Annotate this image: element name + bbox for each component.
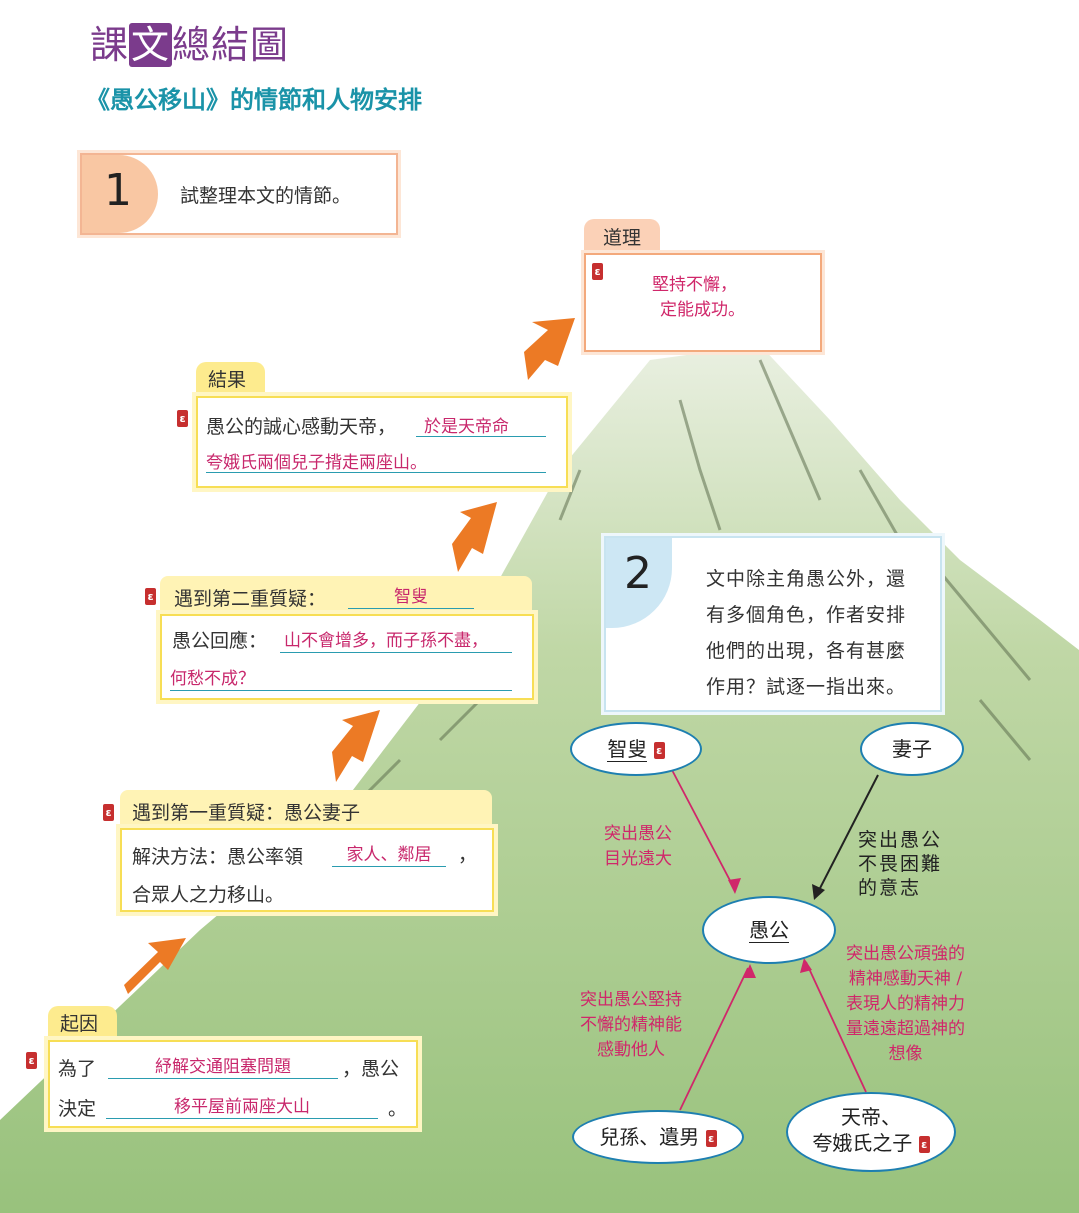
result-answer2: 夸娥氏兩個兒子揹走兩座山。: [206, 453, 427, 473]
task2-line1: 文中除主角愚公外，還: [706, 568, 907, 590]
note-descendants: 突出愚公堅持 不懈的精神能 感動他人: [580, 988, 682, 1063]
note-god-line: 想像: [888, 1044, 923, 1064]
doubt2-box: 愚公回應： 山不會增多，而子孫不盡， 何愁不成？: [160, 614, 534, 700]
doubt1-box: 解決方法：愚公率領 家人、鄰居 ， 合眾人之力移山。: [120, 828, 494, 912]
note-descendants-line: 突出愚公堅持: [580, 990, 682, 1010]
doubt1-answer: 家人、鄰居: [346, 845, 432, 865]
cause-answer1: 紓解交通阻塞問題: [155, 1057, 291, 1077]
task1-text: 試整理本文的情節。: [180, 185, 352, 207]
result-tab: 結果: [196, 362, 265, 396]
doubt1-answer-line: 家人、鄰居: [332, 840, 446, 867]
task2-box: 2 文中除主角愚公外，還 有多個角色，作者安排 他們的出現，各有甚麼 作用？試逐…: [604, 536, 942, 712]
cause-tab: 起因: [48, 1006, 117, 1040]
doubt2-answer: 智叟: [394, 587, 428, 607]
header-title-highlight: 文: [129, 23, 173, 67]
key-icon: ε: [177, 410, 188, 427]
progress-arrows: [124, 318, 575, 994]
result-answer-line: 於是天帝命: [416, 412, 546, 437]
key-icon: ε: [26, 1052, 37, 1069]
key-icon: ε: [592, 263, 603, 280]
doubt2-answer-line: 智叟: [348, 582, 474, 609]
page-subtitle: 《愚公移山》的情節和人物安排: [86, 86, 422, 114]
note-god-line: 突出愚公頑強的: [846, 944, 965, 964]
character-descendants: 兒孫、遺男 ε: [572, 1110, 744, 1164]
note-god: 突出愚公頑強的 精神感動天神 / 表現人的精神力 量遠遠超過神的 想像: [846, 942, 965, 1067]
doubt2-reply2-line: 何愁不成？: [170, 664, 512, 691]
doubt1-label: 遇到第一重質疑：愚公妻子: [132, 802, 361, 824]
doubt2-label: 遇到第二重質疑：: [174, 588, 327, 610]
lesson-line1: 堅持不懈，: [652, 275, 737, 295]
cause-pre: 為了: [58, 1058, 97, 1080]
note-wife-line: 突出愚公: [858, 829, 943, 851]
lesson-line2: 定能成功。: [660, 300, 745, 320]
doubt2-reply1: 山不會增多，而子孫不盡，: [284, 631, 488, 651]
note-god-line: 精神感動天神 /: [848, 969, 963, 989]
cause-decide: 決定: [58, 1098, 97, 1120]
result-answer1: 於是天帝命: [424, 417, 509, 437]
note-wife: 突出愚公 不畏困難 的意志: [858, 828, 942, 900]
cause-box: 為了 紓解交通阻塞問題 ，愚公 決定 移平屋前兩座大山 。: [48, 1040, 418, 1128]
page-header: 課文總結圖: [90, 14, 289, 69]
task2-line2: 有多個角色，作者安排: [706, 604, 907, 626]
wife-label: 妻子: [892, 737, 932, 761]
task1-number: 1: [104, 165, 132, 216]
character-wife: 妻子: [860, 722, 964, 776]
note-god-line: 表現人的精神力: [846, 994, 965, 1014]
character-zhisou: 智叟 ε: [570, 722, 702, 776]
lesson-box: ε 堅持不懈， 定能成功。: [584, 253, 822, 352]
note-wife-line: 的意志: [858, 877, 922, 899]
cause-answer1-line: 紓解交通阻塞問題: [108, 1052, 338, 1079]
character-yugong: 愚公: [702, 896, 836, 964]
doubt2-reply2: 何愁不成？: [170, 669, 255, 689]
cause-answer2-line: 移平屋前兩座大山: [106, 1092, 378, 1119]
header-title-pre: 課: [90, 23, 130, 67]
task2-line3: 他們的出現，各有甚麼: [706, 640, 907, 662]
doubt2-reply1-line: 山不會增多，而子孫不盡，: [280, 626, 512, 653]
key-icon: ε: [103, 804, 114, 821]
key-icon: ε: [145, 588, 156, 605]
doubt1-comma: ，: [458, 844, 478, 866]
task2-number: 2: [624, 548, 652, 599]
note-zhisou: 突出愚公 目光遠大: [604, 822, 672, 872]
cause-end: 。: [388, 1098, 408, 1120]
key-icon: ε: [705, 1130, 717, 1147]
note-zhisou-line: 突出愚公: [604, 824, 672, 844]
note-zhisou-line: 目光遠大: [604, 849, 672, 869]
doubt1-header: 遇到第一重質疑：愚公妻子: [120, 790, 492, 828]
yugong-label: 愚公: [749, 918, 789, 943]
task1-number-badge: [82, 155, 158, 233]
key-icon: ε: [653, 742, 665, 759]
doubt1-method-label: 解決方法：愚公率領: [132, 846, 304, 868]
doubt2-reply-label: 愚公回應：: [172, 630, 268, 652]
zhisou-label: 智叟: [607, 737, 648, 762]
header-title-post: 總結圖: [172, 23, 290, 67]
lesson-tab: 道理: [584, 219, 660, 255]
result-text: 愚公的誠心感動天帝，: [206, 416, 397, 438]
note-descendants-line: 感動他人: [597, 1040, 665, 1060]
god-line2: 夸娥氏之子: [812, 1131, 913, 1155]
character-god: 天帝、 夸娥氏之子 ε: [786, 1092, 956, 1172]
cause-answer2: 移平屋前兩座大山: [174, 1097, 310, 1117]
doubt2-header: 遇到第二重質疑： 智叟: [160, 576, 532, 614]
descendants-label: 兒孫、遺男: [599, 1125, 700, 1149]
note-descendants-line: 不懈的精神能: [580, 1015, 682, 1035]
result-box: 愚公的誠心感動天帝， 於是天帝命 夸娥氏兩個兒子揹走兩座山。: [196, 396, 568, 488]
task2-line4: 作用？試逐一指出來。: [706, 676, 907, 698]
cause-post: ，愚公: [342, 1058, 400, 1080]
note-god-line: 量遠遠超過神的: [846, 1019, 965, 1039]
god-line2-wrap: 夸娥氏之子 ε: [788, 1130, 954, 1156]
key-icon: ε: [918, 1136, 930, 1153]
note-wife-line: 不畏困難: [858, 853, 943, 875]
result-answer2-line: 夸娥氏兩個兒子揹走兩座山。: [206, 448, 546, 473]
doubt1-line2: 合眾人之力移山。: [132, 884, 285, 906]
task1-box: 1 試整理本文的情節。: [80, 153, 398, 235]
god-line1: 天帝、: [841, 1105, 901, 1129]
